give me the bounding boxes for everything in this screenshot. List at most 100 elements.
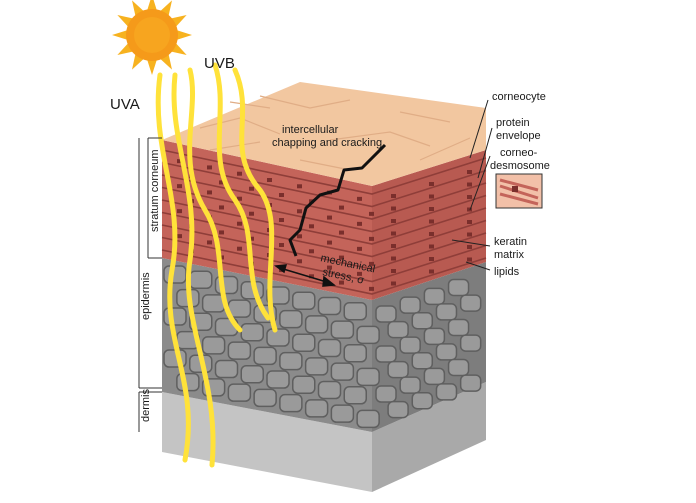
corneodesmosome-dot — [429, 194, 434, 199]
epidermal-cell — [343, 386, 367, 405]
corneodesmosome-dot — [207, 240, 212, 245]
corneodesmosome-dot — [309, 249, 314, 254]
sun-ray — [175, 29, 192, 41]
epidermal-cell — [330, 362, 355, 381]
protein-envelope-label-1: protein — [496, 117, 530, 129]
keratin-matrix-label-2: matrix — [494, 249, 524, 261]
corneodesmosome-dot — [297, 259, 302, 264]
epidermal-cell — [375, 385, 397, 403]
corneodesmosome-dot — [177, 159, 182, 164]
epidermal-cell — [317, 296, 342, 316]
epidermal-cell — [227, 341, 252, 360]
corneodesmosome-dot — [219, 180, 224, 185]
epidermal-cell — [459, 374, 482, 392]
corneum-lamella — [161, 161, 487, 208]
corneodesmosome-dot — [297, 184, 302, 189]
corneodesmosome-dot — [467, 245, 472, 249]
corneodesmosome-dot — [207, 165, 212, 170]
corneodesmosome-dot — [369, 261, 374, 266]
corneum-lamella — [161, 211, 487, 258]
epidermal-cell — [387, 400, 409, 419]
epidermal-cell — [423, 327, 446, 346]
epidermal-cell — [399, 296, 421, 314]
epidermis-label: epidermis — [140, 272, 152, 320]
protein-envelope-label-2: envelope — [496, 130, 541, 142]
uvb-label: UVB — [204, 55, 235, 72]
corneodesmosome-dot — [327, 240, 332, 245]
crack-label-line1: intercellular — [282, 124, 339, 136]
epidermal-cell — [292, 375, 316, 394]
epidermal-cell — [411, 391, 434, 410]
corneodesmosome-dot — [237, 221, 242, 226]
epidermal-cell — [304, 357, 329, 376]
epidermal-cell — [375, 305, 397, 323]
corneodesmosome-dot — [177, 184, 182, 189]
epidermal-cell — [356, 409, 380, 429]
epidermal-cell — [435, 383, 458, 401]
uv-waves — [155, 62, 278, 468]
epidermal-cell — [189, 270, 213, 289]
dermis-label: dermis — [140, 388, 152, 422]
corneodesmosome-dot — [429, 257, 434, 261]
corneodesmosome-dot — [467, 195, 472, 199]
corneodesmosome-dot — [237, 246, 242, 251]
epidermal-cell — [423, 367, 446, 386]
corneodesmosome-dot — [357, 246, 362, 251]
corneodesmosome-dot — [309, 224, 314, 229]
corneodesmosome-dot — [391, 231, 396, 236]
epidermal-cell — [375, 345, 397, 363]
epidermal-cell — [459, 294, 482, 312]
epidermal-cell — [279, 351, 303, 371]
epidermal-cell — [214, 359, 239, 379]
epidermal-cell — [447, 318, 470, 337]
corneodesmosome-inset — [495, 173, 543, 209]
epidermal-cell — [292, 291, 316, 310]
epidermal-cell — [459, 334, 482, 352]
crack-label-line2: chapping and cracking — [272, 137, 382, 149]
corneodesmosome-dot — [429, 244, 434, 249]
lipids-label: lipids — [494, 266, 520, 278]
corneodesmosome-dot — [279, 218, 284, 223]
corneodesmosome-dot — [339, 205, 344, 210]
epidermal-cell — [266, 370, 290, 389]
corneodesmosome-dot — [267, 178, 272, 182]
corneodesmosome-dot — [249, 186, 254, 191]
corneodesmosome-dot — [279, 193, 284, 198]
keratin-matrix-label-1: keratin — [494, 236, 527, 248]
epidermal-cell — [279, 309, 303, 329]
epidermal-cell — [304, 399, 329, 418]
epidermal-cell — [266, 328, 290, 347]
corneodesmosome-dot — [339, 230, 344, 235]
corneodesmosome-dot — [429, 207, 434, 211]
epidermal-cell — [387, 360, 409, 379]
epidermal-cell — [435, 303, 458, 321]
sun-icon — [112, 0, 192, 75]
epidermal-cell — [387, 320, 409, 339]
corneodesmosome-dot — [357, 196, 362, 201]
corneodesmosome-dot — [357, 271, 362, 276]
sun-ray — [146, 0, 158, 12]
epidermal-cell — [356, 367, 380, 387]
epidermal-cell — [227, 383, 252, 402]
sun-ray — [146, 58, 158, 75]
epidermal-cell — [399, 336, 421, 354]
epidermal-cell — [240, 365, 264, 384]
corneum-lamella — [161, 149, 487, 195]
layer-brackets — [138, 137, 162, 432]
epidermal-cell — [240, 323, 264, 342]
epidermal-cell — [176, 372, 200, 392]
corneodesmosome-dot — [249, 236, 254, 241]
surface-crack — [288, 143, 387, 257]
epidermal-cell — [411, 311, 434, 330]
corneum-lamella — [161, 224, 487, 270]
epidermal-cell — [435, 343, 458, 361]
corneodesmosome-dot — [429, 232, 434, 236]
epidermal-cell — [343, 344, 367, 363]
corneodesmosome-dot — [429, 182, 434, 186]
corneodesmosome-dot — [237, 196, 242, 201]
corneum-lamella — [161, 199, 487, 245]
epidermal-cell — [253, 346, 277, 366]
corneodesmosome-dot — [467, 257, 472, 262]
epidermal-cell — [279, 393, 303, 413]
corneodesmosome-dot — [177, 234, 182, 239]
